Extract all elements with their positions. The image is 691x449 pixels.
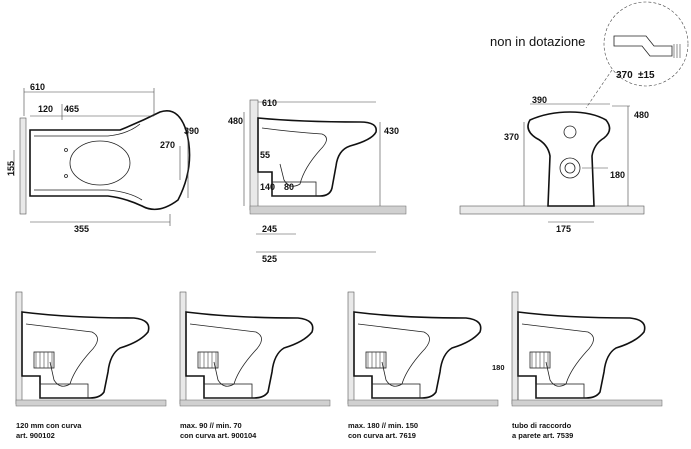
dim-175: 175 — [556, 224, 571, 234]
variant-trap — [357, 323, 430, 387]
dim-480: 480 — [634, 110, 649, 120]
top-view-rim — [34, 123, 143, 201]
accessory-detail: non in dotazione 370 ±15 — [490, 1, 689, 109]
variant-floor — [15, 399, 167, 407]
variant-floor — [511, 399, 663, 407]
variant-bowl-outline — [185, 311, 314, 399]
variant-floor — [179, 399, 331, 407]
top-view: 610 120 465 390 270 155 355 — [6, 82, 199, 234]
side-view-base — [271, 181, 317, 197]
variant-caption-line2: con curva art. 7619 — [348, 431, 416, 440]
variant-base — [203, 383, 253, 399]
variant-base — [39, 383, 89, 399]
variant-caption-line2: con curva art. 900104 — [180, 431, 257, 440]
side-view-trap — [261, 127, 327, 187]
variant-base — [535, 383, 585, 399]
dim-355: 355 — [74, 224, 89, 234]
variant-floor — [347, 399, 499, 407]
side-view-floor — [249, 205, 407, 215]
variant-base — [371, 383, 421, 399]
variant-wall — [347, 291, 355, 405]
connection-pipe-icon — [613, 35, 673, 57]
top-view-bowl-opening — [69, 140, 131, 186]
variant-caption-line1: max. 180 // min. 150 — [348, 421, 418, 430]
variant-caption-line1: 120 mm con curva — [16, 421, 82, 430]
variant-dim-180: 180 — [492, 363, 505, 372]
variant-caption-line1: max. 90 // min. 70 — [180, 421, 242, 430]
front-view-outlet-inner — [564, 162, 576, 174]
front-view-bowl-outline — [527, 111, 611, 207]
dim-480: 480 — [228, 116, 243, 126]
dim-155: 155 — [6, 161, 16, 176]
top-view-fixing-hole — [64, 174, 68, 178]
detail-callout-circle — [603, 1, 689, 87]
pipe-tolerance: ±15 — [638, 70, 655, 81]
variant-trap — [25, 323, 98, 387]
not-supplied-label: non in dotazione — [490, 34, 585, 49]
dim-370: 370 — [504, 132, 519, 142]
dim-120: 120 — [38, 104, 53, 114]
top-view-bowl-outline — [29, 110, 191, 211]
variant-caption-line2: art. 900102 — [16, 431, 55, 440]
dim-180: 180 — [610, 170, 625, 180]
variant-caption-line1: tubo di raccordo — [512, 421, 572, 430]
variant-bowl-outline — [517, 311, 646, 399]
variant-wall — [15, 291, 23, 405]
variant-trap — [521, 323, 594, 387]
variant-wall — [511, 291, 519, 405]
dim-610: 610 — [30, 82, 45, 92]
dim-610: 610 — [262, 98, 277, 108]
variant-trap — [189, 323, 262, 387]
dim-270: 270 — [160, 140, 175, 150]
front-view-floor — [459, 205, 645, 215]
dim-390: 390 — [532, 95, 547, 105]
top-view-fixing-hole — [64, 148, 68, 152]
variant-bowl-outline — [353, 311, 482, 399]
front-view-outlet — [559, 157, 581, 179]
dim-390: 390 — [184, 126, 199, 136]
variant-bowl-outline — [21, 311, 150, 399]
detail-leader — [585, 69, 613, 109]
side-view: 480 610 430 55 140 80 245 525 — [228, 98, 407, 264]
dim-55: 55 — [260, 150, 270, 160]
dim-525: 525 — [262, 254, 277, 264]
dim-80: 80 — [284, 182, 294, 192]
side-view-wall — [249, 99, 259, 211]
variant-wall — [179, 291, 187, 405]
dim-245: 245 — [262, 224, 277, 234]
variant-caption-line2: a parete art. 7539 — [512, 431, 573, 440]
top-view-wall — [19, 117, 27, 215]
pipe-length: 370 — [616, 70, 633, 81]
dim-140: 140 — [260, 182, 275, 192]
front-view-flush-inlet — [563, 125, 577, 139]
dim-430: 430 — [384, 126, 399, 136]
dim-465: 465 — [64, 104, 79, 114]
front-view: 390 480 370 180 175 — [459, 95, 649, 234]
side-view-bowl-outline — [257, 117, 377, 197]
